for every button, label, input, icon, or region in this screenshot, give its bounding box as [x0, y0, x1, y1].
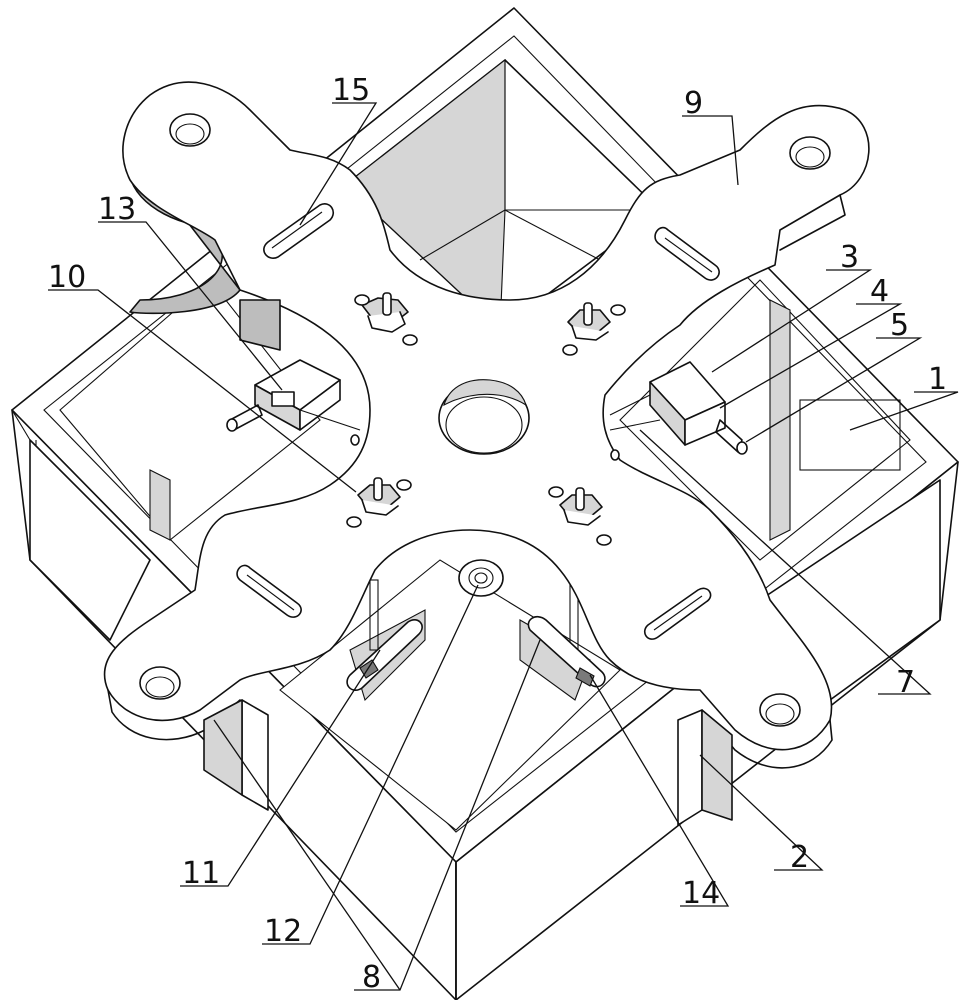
callout-10: 10 [48, 260, 86, 295]
central-cavity [344, 58, 661, 332]
slot-bottom-right [643, 587, 712, 640]
cross-plate [103, 81, 870, 769]
slot-bottom-left [236, 564, 302, 618]
nut-top-left [354, 292, 418, 346]
front-screw [458, 559, 504, 597]
mounting-hole-top-right [789, 136, 831, 170]
left-slider-assembly [226, 299, 361, 446]
mounting-hole-bottom-left [139, 666, 181, 700]
callout-3: 3 [840, 240, 859, 275]
nut-top-right [562, 302, 626, 356]
slot-top-right [654, 226, 720, 281]
front-leg-right [677, 709, 733, 826]
right-slider-assembly [609, 361, 748, 461]
callout-labels: 15 9 13 10 3 4 5 1 7 2 14 11 12 8 [48, 73, 947, 995]
nut-bottom-left [346, 477, 412, 528]
callout-13: 12 [264, 914, 302, 949]
callout-7: 7 [896, 665, 915, 700]
callout-8: 8 [362, 960, 381, 995]
mounting-hole-top-left [169, 113, 211, 147]
nut-bottom-right [548, 486, 612, 546]
callout-14: 14 [682, 876, 720, 911]
slot-top-left [263, 203, 335, 259]
central-hole [438, 379, 530, 455]
mounting-hole-bottom-right [759, 693, 801, 727]
left-recess [59, 279, 321, 541]
callout-1: 1 [928, 362, 947, 397]
callout-11: 11 [182, 856, 220, 891]
callout-12: 13 [98, 192, 136, 227]
callout-9: 9 [684, 86, 703, 121]
callout-4: 4 [870, 274, 889, 309]
front-leg-left [203, 699, 269, 811]
leader-lines [48, 102, 959, 991]
callout-5: 5 [890, 308, 909, 343]
callout-2: 2 [790, 840, 809, 875]
front-slot-right [527, 615, 606, 688]
callout-15: 15 [332, 73, 370, 108]
